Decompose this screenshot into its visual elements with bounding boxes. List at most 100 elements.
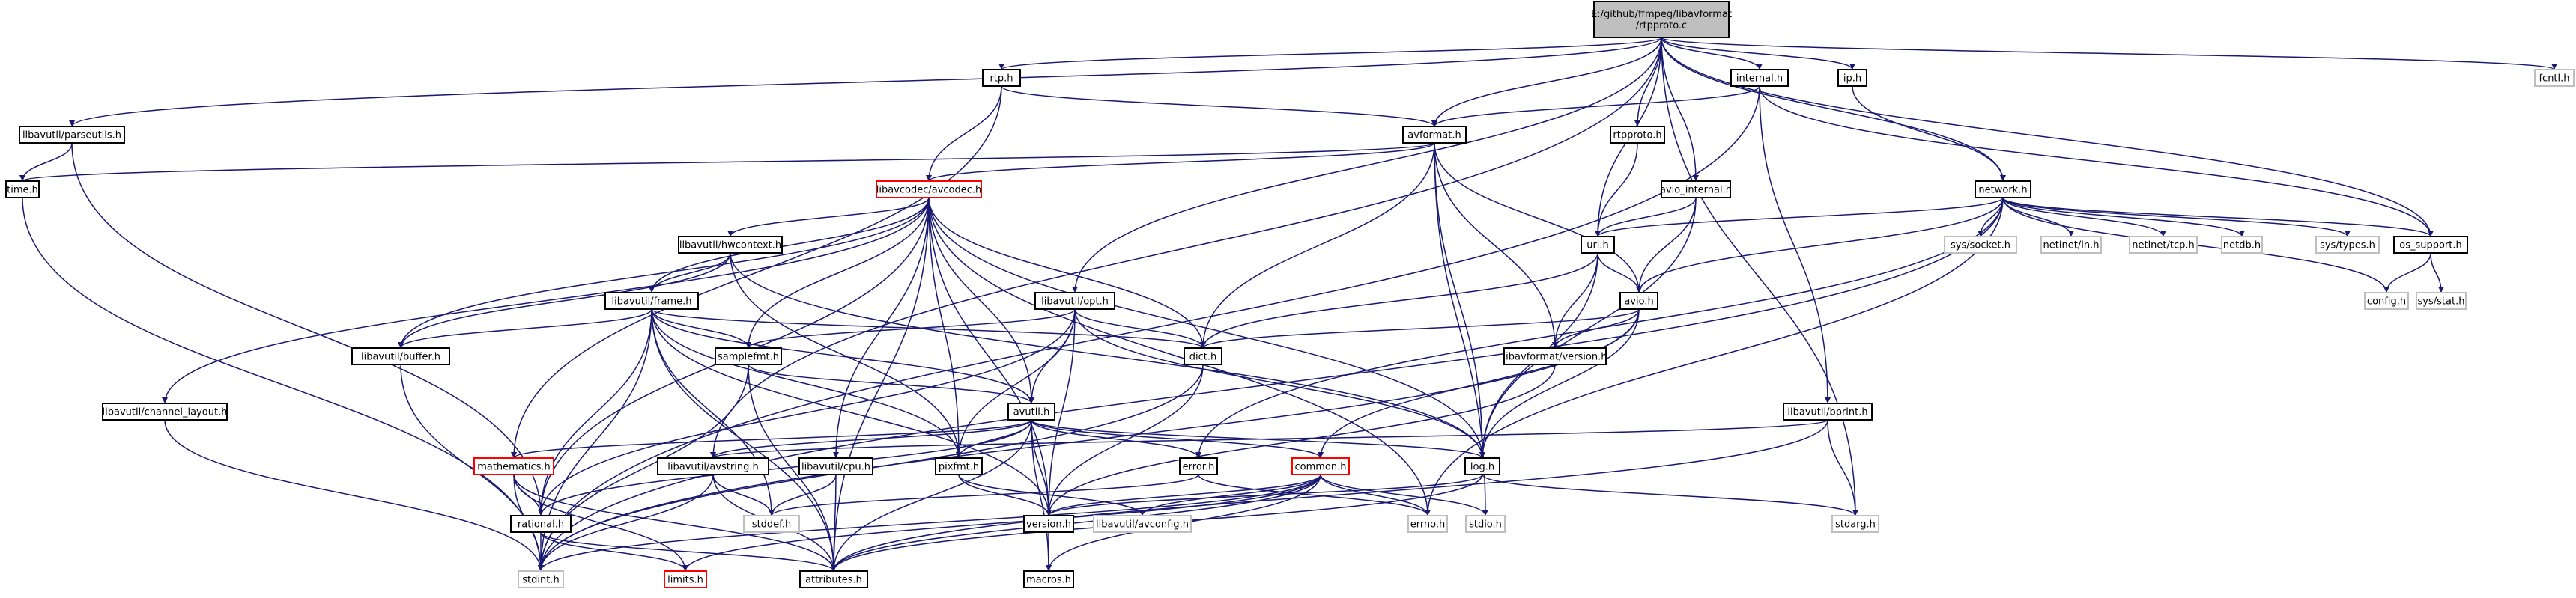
node-label: errno.h: [1410, 519, 1446, 531]
node-libavutil-avconfig-h: libavutil/avconfig.h: [1093, 515, 1192, 533]
node-limits-h[interactable]: limits.h: [664, 570, 707, 588]
node-pixfmt-h[interactable]: pixfmt.h: [935, 457, 983, 475]
edge-pixfmt-to-version: [958, 474, 1052, 516]
edge-root-to-avio_internal: [1661, 37, 1699, 182]
node-box: [604, 292, 699, 310]
node-avio-internal-h[interactable]: avio_internal.h: [1660, 180, 1732, 198]
node-libavcodec-avcodec-h[interactable]: libavcodec/avcodec.h: [876, 180, 982, 198]
node-libavutil-parseutils-h[interactable]: libavutil/parseutils.h: [19, 126, 125, 144]
node-box: [5, 180, 40, 198]
edge-network-to-netinettcp: [2002, 197, 2166, 237]
edge-samplefmt-to-avutil: [748, 364, 1034, 404]
edge-bprint-to-avstring: [710, 419, 1828, 459]
node-attributes-h[interactable]: attributes.h: [799, 570, 868, 588]
edge-avcodec-to-samplefmt: [745, 197, 930, 349]
node-label: os_support.h: [2399, 240, 2462, 251]
node-libavutil-opt-h[interactable]: libavutil/opt.h: [1034, 292, 1115, 310]
node-samplefmt-h[interactable]: samplefmt.h: [715, 347, 782, 365]
edge-rational-to-attributes: [540, 531, 837, 572]
edge-channel_layout-to-stdint: [164, 419, 544, 572]
edge-time-to-stdint: [22, 197, 544, 572]
node-box: [2416, 292, 2467, 310]
node-macros-h[interactable]: macros.h: [1023, 570, 1074, 588]
node-box: [1837, 69, 1867, 87]
node-box: [1093, 515, 1192, 533]
node-libavutil-frame-h[interactable]: libavutil/frame.h: [604, 292, 699, 310]
edge-avio_internal-to-avio: [1636, 197, 1697, 293]
node-ip-h[interactable]: ip.h: [1837, 69, 1867, 87]
edge-avformat-to-time: [19, 142, 1435, 182]
node-time-h[interactable]: time.h: [5, 180, 40, 198]
node-label: dict.h: [1189, 352, 1216, 363]
node-box: [2364, 292, 2409, 310]
node-libavutil-channel-layout-h[interactable]: libavutil/channel_layout.h: [102, 403, 228, 421]
node-version-h[interactable]: version.h: [1023, 515, 1074, 533]
node-label: avio_internal.h: [1660, 185, 1732, 196]
edge-internal-to-os_support: [1759, 85, 2434, 237]
node-libavutil-hwcontext-h[interactable]: libavutil/hwcontext.h: [678, 236, 783, 254]
node-mathematics-h[interactable]: mathematics.h: [473, 457, 554, 475]
node-libavutil-avstring-h[interactable]: libavutil/avstring.h: [657, 457, 769, 475]
node-box: [1034, 292, 1115, 310]
node-stddef-h: stddef.h: [743, 515, 800, 533]
edge-avutil-to-error: [1031, 419, 1201, 459]
node-label: libavutil/avconfig.h: [1096, 519, 1189, 531]
edge-log-to-stdarg: [1482, 474, 1858, 516]
node-rtp-h[interactable]: rtp.h: [982, 69, 1021, 87]
node-label: network.h: [1978, 185, 2027, 196]
node-box: [2221, 236, 2263, 254]
edge-common-to-errno: [1320, 474, 1431, 516]
node-network-h[interactable]: network.h: [1975, 180, 2031, 198]
node-common-h[interactable]: common.h: [1291, 457, 1350, 475]
node-internal-h[interactable]: internal.h: [1730, 69, 1789, 87]
node-label: mathematics.h: [477, 462, 551, 473]
edge-root-to-rtp: [998, 37, 1662, 70]
edge-avformat-to-log: [1434, 142, 1485, 459]
node-box: [1464, 457, 1500, 475]
node-e-github-ffmpeg-libavformat-rtpproto-c[interactable]: E:/github/ffmpeg/libavformat/rtpproto.c: [1591, 1, 1732, 38]
node-avformat-h[interactable]: avformat.h: [1402, 126, 1467, 144]
node-error-h[interactable]: error.h: [1179, 457, 1218, 475]
node-libavutil-cpu-h[interactable]: libavutil/cpu.h: [798, 457, 873, 475]
node-box: [1007, 403, 1055, 421]
node-box: [510, 515, 572, 533]
node-box: [1407, 515, 1448, 533]
edge-avutil-to-avstring: [710, 419, 1032, 459]
node-dict-h[interactable]: dict.h: [1184, 347, 1222, 365]
edge-avio-to-dict: [1200, 308, 1640, 349]
node-box: [1291, 457, 1350, 475]
node-url-h[interactable]: url.h: [1581, 236, 1615, 254]
edge-parseutils-to-time: [19, 142, 73, 182]
edge-common-to-stdio: [1320, 474, 1488, 516]
edge-bprint-to-stdarg: [1827, 419, 1858, 516]
node-box: [1581, 236, 1615, 254]
node-libavutil-buffer-h[interactable]: libavutil/buffer.h: [351, 347, 450, 365]
node-rational-h[interactable]: rational.h: [510, 515, 572, 533]
node-avutil-h[interactable]: avutil.h: [1007, 403, 1055, 421]
node-label: log.h: [1470, 462, 1494, 473]
node-libavformat-version-h[interactable]: libavformat/version.h: [1503, 347, 1607, 365]
edge-hwcontext-to-frame: [649, 252, 731, 293]
node-label: libavutil/channel_layout.h: [103, 407, 228, 418]
node-log-h[interactable]: log.h: [1464, 457, 1500, 475]
node-sys-socket-h: sys/socket.h: [1944, 236, 2017, 254]
node-box: [473, 457, 554, 475]
edge-avcodec-to-channel_layout: [162, 197, 930, 404]
edge-frame-to-dict: [651, 308, 1206, 349]
node-libavutil-bprint-h[interactable]: libavutil/bprint.h: [1783, 403, 1873, 421]
edge-mathematics-to-attributes: [513, 474, 837, 572]
edge-ip-to-network: [1852, 85, 2006, 182]
edge-network-to-netdb: [2002, 197, 2245, 237]
node-avio-h[interactable]: avio.h: [1619, 292, 1658, 310]
node-rtpproto-h[interactable]: rtpproto.h: [1610, 126, 1665, 144]
node-label: attributes.h: [805, 575, 862, 586]
node-label: rtp.h: [990, 73, 1013, 85]
node-os-support-h[interactable]: os_support.h: [2393, 236, 2468, 254]
node-box: [1610, 126, 1665, 144]
edge-avstring-to-stdint: [538, 474, 714, 572]
edge-avcodec-to-errno: [928, 197, 1431, 516]
edge-common-to-limits: [682, 474, 1321, 572]
edge-samplefmt-to-stdint: [538, 364, 749, 572]
node-label: libavutil/bprint.h: [1787, 407, 1867, 418]
edge-rtp-to-mathematics: [511, 85, 1002, 459]
